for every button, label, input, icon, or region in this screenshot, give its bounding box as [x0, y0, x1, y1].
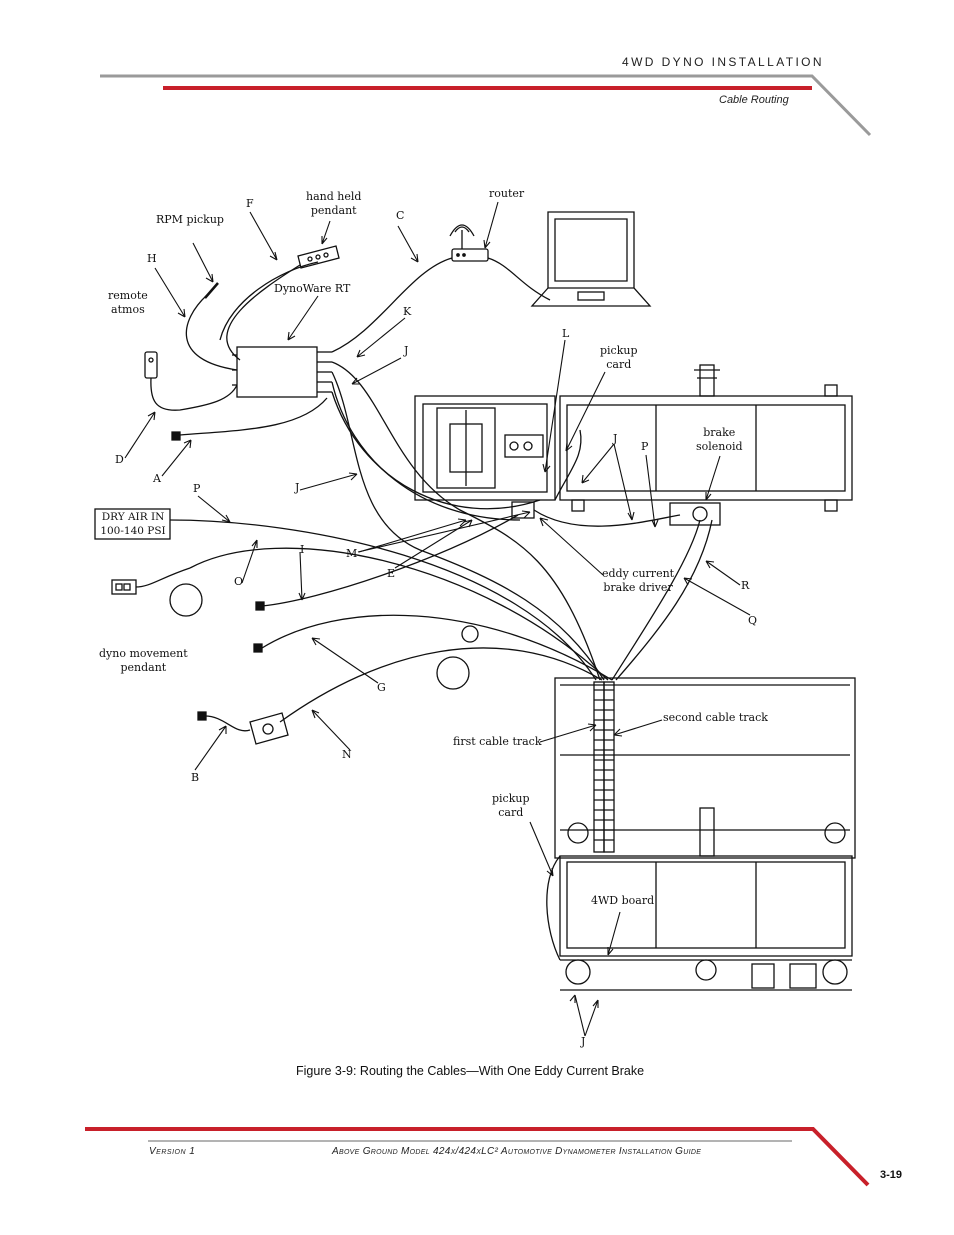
cable-k [331, 381, 521, 521]
dyno-movement-pendant-icon [111, 567, 191, 595]
cable-a [179, 397, 328, 436]
label-remote-atmos: remote atmos [108, 289, 148, 316]
plug-g [253, 643, 263, 653]
header-rules [100, 74, 872, 137]
callout-o: O [234, 575, 244, 588]
callout-q: Q [748, 614, 758, 627]
cable-e [533, 509, 681, 527]
page-number: 3-19 [880, 1169, 903, 1181]
cable-tracks [593, 681, 615, 853]
callout-a: A [153, 472, 161, 485]
cable-bottom-left [546, 855, 561, 961]
plug-a [171, 431, 181, 441]
remote-atmos-icon [144, 351, 158, 379]
cable-f [219, 261, 319, 341]
cable-pickup-top [554, 429, 582, 501]
dry-air-box [94, 508, 171, 540]
cable-p [169, 519, 597, 681]
footer-guide-title: Above Ground Model 424x/424xLC² Automoti… [332, 1146, 702, 1157]
laptop-icon [530, 211, 652, 307]
plug-i [255, 601, 265, 611]
hand-held-pendant-icon [297, 245, 340, 269]
callout-m: M [346, 547, 358, 560]
label-dry-air: DRY AIR IN 100-140 PSI [100, 511, 166, 537]
callout-l: L [562, 327, 570, 340]
plug-b [197, 711, 207, 721]
callout-f: F [246, 197, 254, 210]
callout-g: G [377, 681, 386, 694]
callout-p-1: P [641, 440, 649, 453]
connector-detail-icon [169, 583, 203, 617]
connector-detail-icon [436, 656, 470, 690]
callout-j-3: J [295, 481, 300, 494]
callout-d: D [115, 453, 124, 466]
cable-c [331, 257, 453, 353]
eddy-brake-module [414, 395, 556, 501]
section-title: 4WD DYNO INSTALLATION [622, 55, 824, 69]
callout-j-1: J [404, 344, 409, 357]
label-brake-solenoid: brake solenoid [696, 426, 743, 453]
router-icon [449, 224, 489, 262]
callout-b: B [191, 771, 200, 784]
bottom-roller-frame [559, 855, 853, 991]
figure-caption: Figure 3-9: Routing the Cables—With One … [296, 1064, 645, 1078]
label-second-cable-track: second cable track [663, 711, 768, 724]
cable-f2 [226, 264, 301, 361]
cable-router-laptop [487, 257, 551, 301]
callout-p-2: P [193, 482, 201, 495]
power-box-icon [204, 712, 289, 745]
connector-detail-icon [461, 625, 479, 643]
cable-g [261, 614, 613, 681]
label-dynoware-rt: DynoWare RT [274, 282, 351, 295]
dynoware-rt-box [232, 346, 332, 398]
callout-r: R [741, 579, 750, 592]
cable-to-brake-r [611, 519, 701, 681]
cable-j-main [331, 361, 601, 681]
callout-c: C [396, 209, 405, 222]
cable-h [185, 294, 238, 371]
callout-i: I [300, 543, 305, 556]
callout-j-4: J [581, 1035, 586, 1048]
label-rpm-pickup: RPM pickup [156, 213, 224, 226]
label-router: router [489, 187, 525, 200]
cable-i [261, 514, 519, 607]
cable-d [150, 377, 238, 411]
label-dyno-movement-pendant: dyno movement pendant [99, 647, 188, 674]
lower-frame [554, 677, 856, 859]
label-pickup-card-bottom: pickup card [492, 792, 530, 819]
label-hand-held-pendant: hand held pendant [306, 190, 362, 217]
section-subtitle: Cable Routing [719, 94, 789, 106]
callout-e: E [387, 567, 396, 580]
callout-k: K [403, 305, 412, 318]
cable-to-brake-q [615, 519, 713, 681]
label-eddy-current-brake-driver: eddy current brake driver [602, 567, 675, 594]
cable-n [279, 647, 603, 723]
callout-h: H [147, 252, 157, 265]
wiring-diagram [94, 201, 856, 1037]
leader-arrows [124, 201, 751, 1037]
callout-n: N [342, 748, 352, 761]
label-pickup-card-top: pickup card [600, 344, 638, 371]
label-first-cable-track: first cable track [453, 735, 542, 748]
footer-version: Version 1 [149, 1146, 196, 1157]
cable-l [331, 391, 541, 510]
footer-rules [85, 1127, 870, 1187]
cable-o [189, 547, 609, 681]
label-4wd-board: 4WD board [591, 894, 655, 907]
callout-j-2: J [613, 432, 618, 445]
